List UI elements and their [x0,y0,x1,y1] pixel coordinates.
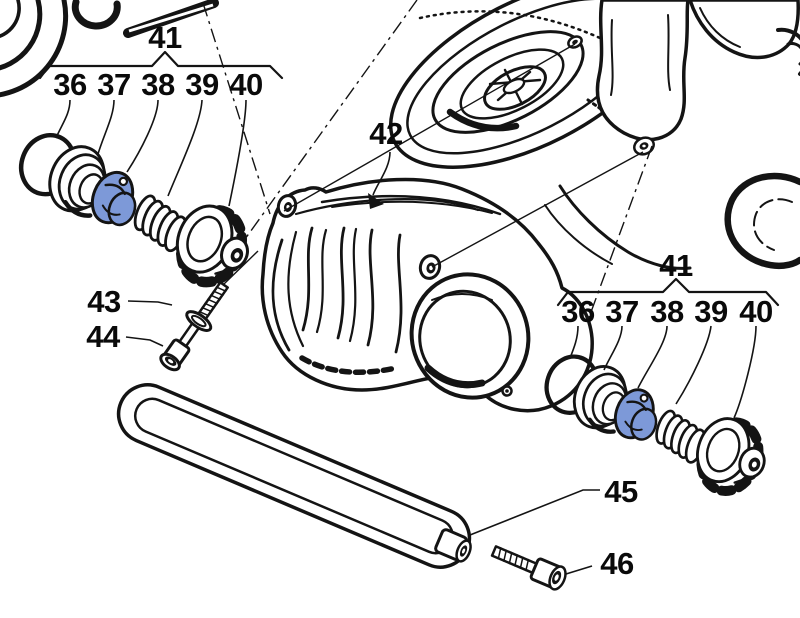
callout-37-left: 37 [97,67,130,102]
case-horn [724,172,800,270]
axis-line-upper-left [202,2,271,215]
callout-39-left: 39 [185,67,219,102]
callout-41-right: 41 [659,248,693,283]
callout-45: 45 [604,474,638,509]
pivot-screw [490,545,567,591]
clip-piece [71,0,121,30]
mount-line-ear [283,43,576,212]
shadow-crescent [446,108,520,132]
cover-opening [409,272,531,400]
axis-line-left [239,0,418,247]
callout-46: 46 [600,546,634,581]
callout-42: 42 [369,116,402,151]
callout-44: 44 [86,319,121,354]
callout-43: 43 [87,284,121,319]
belt-cover [260,177,594,413]
callout-36-left: 36 [53,67,87,102]
callout-40-left: 40 [229,67,262,102]
callout-38-left: 38 [141,67,175,102]
callout-40-right: 40 [739,294,772,329]
timing-mark-arrow [368,193,384,209]
leader-lines [55,99,757,575]
belt-loop [116,383,472,569]
callout-37-right: 37 [605,294,638,329]
mount-line-screw [223,250,259,285]
callout-36-right: 36 [561,294,595,329]
callout-41-left: 41 [148,20,182,55]
tensioner-screw-assembly [159,281,229,372]
mount-line-middle [431,151,644,268]
callout-38-right: 38 [650,294,684,329]
group-bracket-left [38,50,284,80]
callout-39-right: 39 [694,294,728,329]
group-bracket-right [556,277,780,307]
belt-end-bush [434,528,472,563]
engine-crankcase [544,0,800,270]
